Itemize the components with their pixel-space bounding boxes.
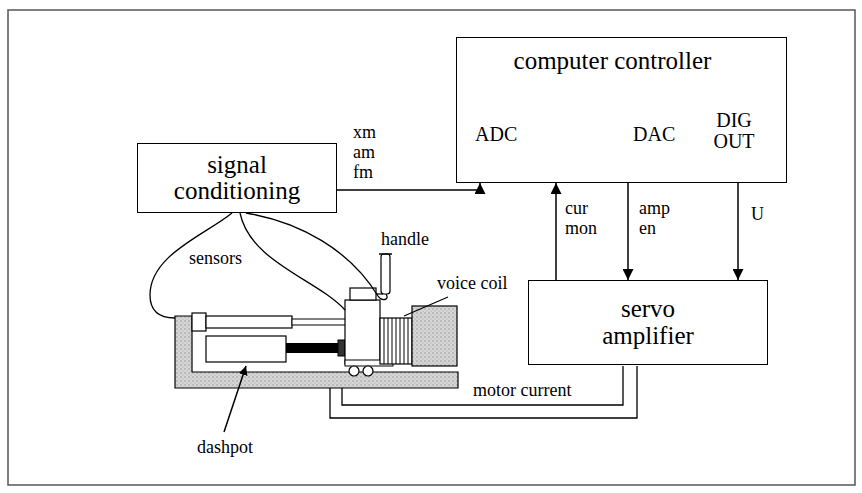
dashpot-body [206,336,286,362]
signal-connector [555,183,557,280]
process-box: servo amplifier [528,280,768,365]
sensor-body [206,316,292,328]
wheel [363,366,373,376]
part-label: dashpot [196,437,254,457]
port-label: DAC [633,124,675,145]
process-box: computer controllerADC DAC DIG OUT [456,37,787,183]
voice-coil [380,318,412,364]
process-box: signal conditioning [137,143,337,213]
signal-connector [737,183,739,280]
dashpot-rod [286,343,340,353]
sensor-rod [292,319,346,325]
signal-name: U [750,204,765,224]
figure-frame [8,10,855,485]
leader-line [404,297,448,316]
part-label: sensors [188,248,243,268]
box-title: signal conditioning [157,152,317,205]
motor-wires [330,366,637,418]
leader-arrow [224,366,246,432]
sensor-mount [192,313,206,331]
carriage [345,300,380,364]
signal-connector [627,183,629,280]
wheel [349,366,359,376]
rod-end [338,340,345,356]
sensor-wires [150,213,387,318]
signal-name: cur mon [564,198,606,238]
port-label: DIG OUT [705,110,763,152]
part-label: motor current [472,380,572,400]
box-title: servo amplifier [583,296,713,349]
part-label: voice coil [436,273,508,293]
part-label: handle [380,229,430,249]
signal-name: amp en [638,198,684,238]
port-label: ADC [475,124,517,145]
magnet [412,306,457,366]
signal-name: xm am fm [352,122,388,182]
signal-connector [337,183,480,190]
handle-assembly [350,254,392,300]
box-title: computer controller [457,48,768,74]
